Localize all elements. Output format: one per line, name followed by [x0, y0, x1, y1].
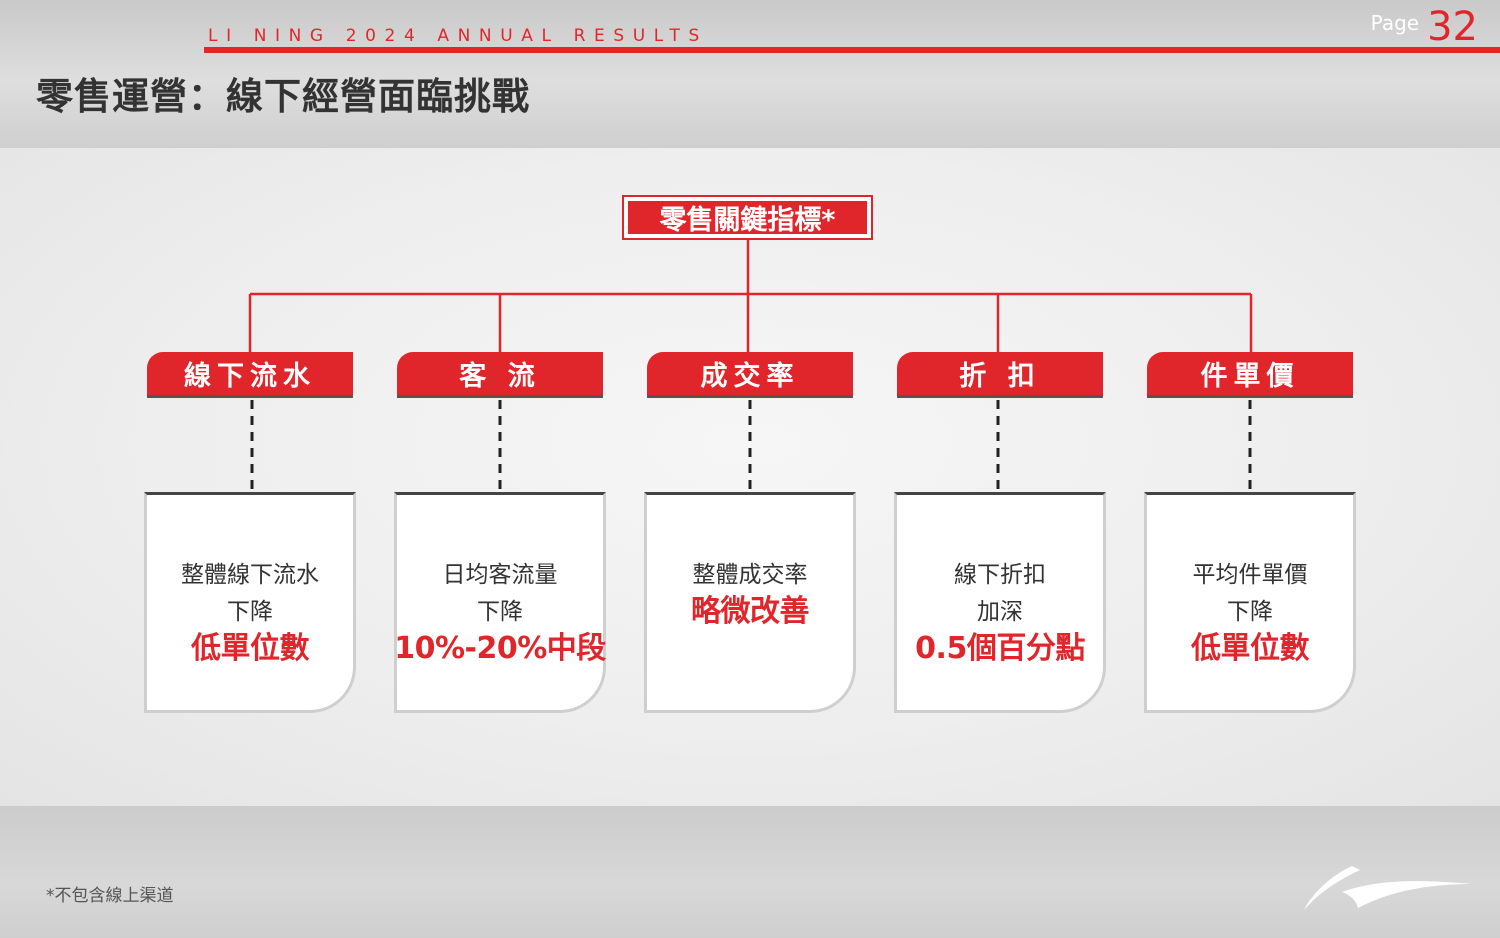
- metric-card-conversion: 整體成交率 略微改善: [644, 492, 856, 713]
- card-line-1: 整體線下流水: [181, 562, 319, 588]
- metric-label-unit-price: 件單價: [1147, 352, 1353, 398]
- metric-label-offline-sales: 線下流水: [147, 352, 353, 398]
- card-highlight: 0.5個百分點: [915, 631, 1085, 666]
- li-ning-logo-icon: [1304, 866, 1472, 910]
- metric-label-traffic: 客 流: [397, 352, 603, 398]
- metric-card-offline-sales: 整體線下流水 下降 低單位數: [144, 492, 356, 713]
- page-number: 32: [1427, 4, 1478, 50]
- card-line-1: 整體成交率: [692, 562, 808, 588]
- page-indicator: Page 32: [1371, 4, 1478, 50]
- root-node: 零售關鍵指標*: [622, 195, 873, 240]
- card-highlight: 略微改善: [691, 594, 810, 629]
- header-red-rule: [204, 47, 1500, 53]
- metric-card-unit-price: 平均件單價 下降 低單位數: [1144, 492, 1356, 713]
- card-highlight: 10%-20%中段: [394, 631, 606, 666]
- card-highlight: 低單位數: [191, 631, 310, 666]
- header-band: [0, 0, 1500, 148]
- page-label: Page: [1370, 11, 1420, 35]
- card-line-2: 下降: [1227, 599, 1273, 625]
- metric-label-discount: 折 扣: [897, 352, 1103, 398]
- card-line-2: 加深: [977, 599, 1023, 625]
- root-node-label: 零售關鍵指標*: [628, 201, 867, 236]
- footer-band: [0, 806, 1500, 938]
- card-highlight: 低單位數: [1191, 631, 1310, 666]
- card-line-2: 下降: [477, 599, 523, 625]
- card-line-1: 日均客流量: [442, 562, 558, 588]
- slide-title: 零售運營：線下經營面臨挑戰: [36, 75, 530, 118]
- metric-label-conversion: 成交率: [647, 352, 853, 398]
- card-line-1: 平均件單價: [1192, 562, 1308, 588]
- card-line-2: 下降: [227, 599, 273, 625]
- report-tagline: LI NING 2024 ANNUAL RESULTS: [208, 26, 708, 46]
- metric-card-traffic: 日均客流量 下降 10%-20%中段: [394, 492, 606, 713]
- footnote: *不包含線上渠道: [46, 886, 174, 906]
- metric-card-discount: 線下折扣 加深 0.5個百分點: [894, 492, 1106, 713]
- card-line-1: 線下折扣: [954, 562, 1046, 588]
